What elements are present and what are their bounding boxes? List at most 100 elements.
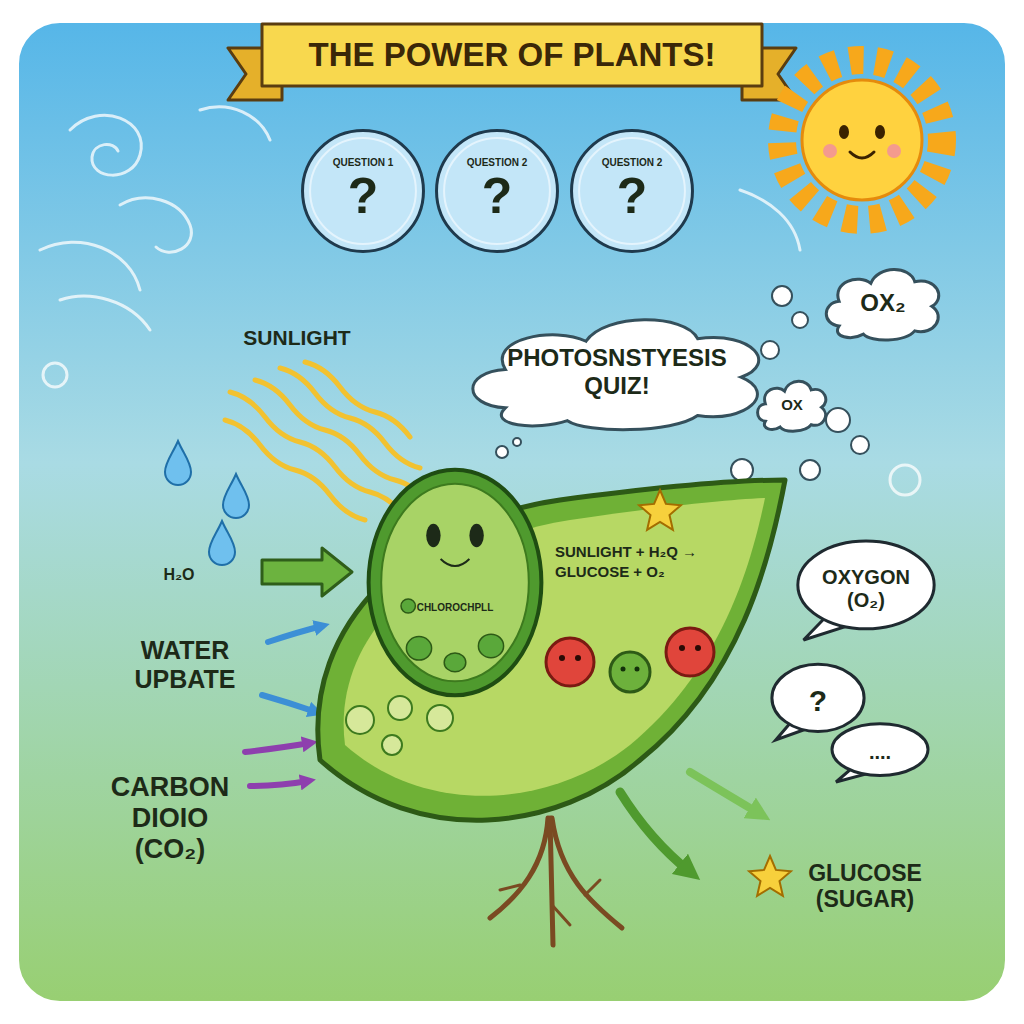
node-text-area: OXYGON (O₂) bbox=[817, 554, 915, 624]
root bbox=[490, 818, 548, 918]
glucose-arrow bbox=[620, 792, 690, 872]
root bbox=[550, 818, 553, 945]
cloud-shape bbox=[826, 270, 938, 340]
circle-shape bbox=[572, 131, 693, 252]
water-arrow bbox=[268, 626, 322, 642]
cell-eye bbox=[635, 667, 640, 672]
node-text: ? bbox=[318, 168, 408, 226]
node-text: ? bbox=[788, 684, 848, 719]
puff bbox=[772, 286, 792, 306]
red-cell bbox=[546, 638, 594, 686]
node-text: OXYGON (O₂) bbox=[817, 566, 915, 612]
question-heading: QUESTION 1 bbox=[318, 157, 408, 169]
sun-rays bbox=[782, 60, 942, 220]
granum bbox=[444, 653, 466, 672]
speech-bubble: OXYGON (O₂) bbox=[795, 538, 937, 640]
quiz-cloud: PHOTOSNSTYESIS QUIZ! bbox=[462, 308, 772, 436]
node-text-area: OX bbox=[769, 388, 815, 422]
title-banner bbox=[228, 24, 796, 100]
diagram-title: THE POWER OF PLANTS! bbox=[262, 24, 762, 86]
node-text: CHLOROCHPLL bbox=[375, 602, 535, 614]
face-eye bbox=[426, 524, 440, 548]
question-heading: QUESTION 2 bbox=[587, 157, 677, 169]
node-text-area: PHOTOSNSTYESIS QUIZ! bbox=[504, 334, 730, 410]
banner-band bbox=[262, 24, 762, 86]
puff bbox=[792, 312, 808, 328]
thought-dot bbox=[496, 446, 508, 458]
leaf: SUNLIGHT + H₂Q → GLUCOSE + O₂ CHLOROCHPLL bbox=[300, 420, 800, 840]
puff bbox=[731, 459, 753, 481]
granum bbox=[478, 634, 503, 658]
cell-eye bbox=[679, 645, 685, 651]
star bbox=[639, 490, 681, 530]
input-label: CARBON DIOIO (CO₂) bbox=[95, 772, 245, 865]
granum bbox=[406, 637, 431, 661]
input-arrows bbox=[245, 626, 322, 786]
cell-eye bbox=[695, 645, 701, 651]
cell-bubble bbox=[427, 705, 453, 731]
granum bbox=[401, 599, 415, 613]
cell-eye bbox=[621, 667, 626, 672]
node-text-area: CHLOROCHPLL bbox=[375, 593, 535, 622]
water-drops bbox=[165, 441, 249, 565]
node-text: OX bbox=[769, 396, 815, 413]
green-cell bbox=[610, 652, 650, 692]
water-arrow bbox=[262, 695, 316, 712]
face-mouth bbox=[441, 559, 470, 566]
water-drop bbox=[209, 521, 235, 565]
node-text-area: QUESTION 2? bbox=[452, 144, 542, 238]
oxygen-cloud: OX bbox=[755, 376, 829, 434]
bubble-shape bbox=[832, 724, 928, 776]
sun bbox=[782, 60, 942, 220]
question-circle: QUESTION 2? bbox=[434, 128, 560, 254]
carbon-arrow bbox=[245, 743, 310, 752]
water-drop bbox=[165, 441, 191, 485]
swirl bbox=[60, 296, 150, 330]
roots bbox=[490, 818, 622, 945]
sun-eye bbox=[839, 125, 849, 139]
sun-cheek bbox=[823, 144, 837, 158]
sun-mouth bbox=[850, 152, 874, 158]
root bbox=[585, 880, 600, 895]
swirl bbox=[70, 115, 141, 175]
cell-eye bbox=[559, 655, 565, 661]
node-text-area: SUNLIGHT + H₂Q → GLUCOSE + O₂ bbox=[555, 542, 760, 583]
puff bbox=[826, 408, 850, 432]
node-text: ? bbox=[452, 168, 542, 226]
face-eye bbox=[469, 524, 483, 548]
swirl bbox=[120, 198, 191, 252]
node-text-area: OX₂ bbox=[848, 280, 918, 326]
thought-dot bbox=[513, 438, 521, 446]
panel-ground bbox=[18, 22, 1006, 1002]
chloroplast-shape bbox=[369, 470, 542, 696]
chloroplast-outline bbox=[365, 465, 545, 700]
cell-bubble bbox=[346, 706, 374, 734]
puff bbox=[851, 436, 869, 454]
node-text-area: .... bbox=[846, 732, 914, 772]
output-arrows bbox=[620, 772, 760, 872]
circle-shine bbox=[579, 138, 685, 244]
swirl bbox=[43, 363, 67, 387]
question-circle: QUESTION 1? bbox=[300, 128, 426, 254]
circle-shape bbox=[303, 131, 424, 252]
cloud-shape bbox=[473, 320, 759, 430]
chloroplast-inner bbox=[381, 484, 529, 681]
water-arrow bbox=[262, 548, 352, 596]
circle-shine bbox=[310, 138, 416, 244]
sun-cheek bbox=[887, 144, 901, 158]
chloroplast: CHLOROCHPLL bbox=[365, 465, 545, 700]
puff bbox=[800, 460, 820, 480]
bubble-shape bbox=[798, 541, 934, 629]
root bbox=[552, 905, 570, 925]
cloud-shape bbox=[758, 381, 826, 431]
circle-shape bbox=[437, 131, 558, 252]
cell-bubble bbox=[382, 735, 402, 755]
sunlight-label: SUNLIGHT bbox=[212, 326, 382, 350]
node-text-area: QUESTION 2? bbox=[587, 144, 677, 238]
cell-eye bbox=[575, 655, 581, 661]
red-cell bbox=[666, 628, 714, 676]
carbon-arrow bbox=[250, 781, 308, 786]
speech-bubble: .... bbox=[830, 722, 930, 782]
bubble-shape bbox=[772, 664, 864, 731]
oxygen-cloud: OX₂ bbox=[822, 262, 944, 344]
